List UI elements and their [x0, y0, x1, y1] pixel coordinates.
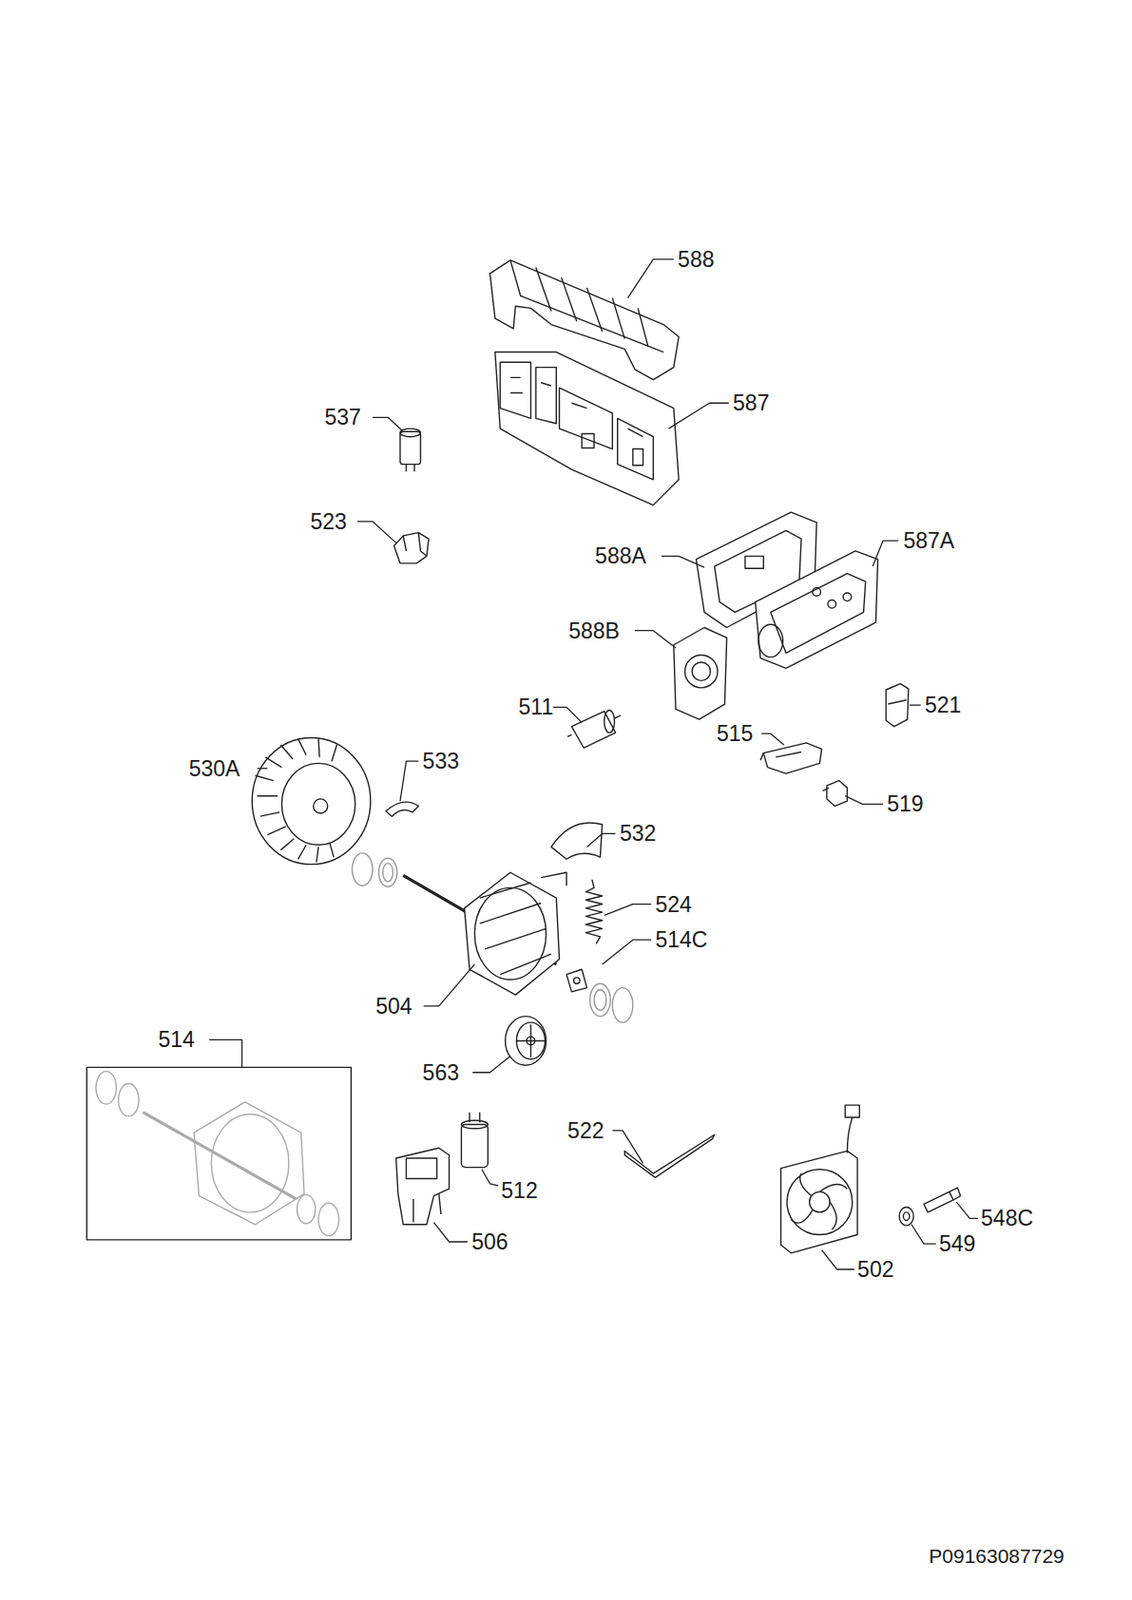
pump — [396, 1148, 450, 1226]
callout-number: 512 — [500, 1180, 538, 1203]
callout-number: 502 — [857, 1258, 894, 1281]
callout-number: 533 — [422, 750, 460, 773]
callout-number: 587A — [902, 530, 955, 553]
cooling-fan — [781, 1105, 861, 1254]
callout-number: 524 — [654, 893, 691, 916]
motor — [402, 872, 567, 996]
callout-number: 521 — [924, 694, 961, 717]
callout-number: 504 — [375, 995, 412, 1017]
display-board — [755, 551, 879, 670]
callout-number: 506 — [471, 1230, 508, 1253]
callout-number: 549 — [939, 1233, 976, 1256]
control-board — [495, 352, 679, 506]
selector-knob-housing — [673, 628, 728, 721]
sensor — [823, 781, 848, 807]
callout-number: 532 — [619, 823, 656, 845]
spring — [585, 880, 602, 945]
callout-number: 514C — [654, 929, 708, 952]
callout-number: 511 — [518, 696, 555, 719]
drawing-code: P09163087729 — [928, 1545, 1064, 1566]
switch — [885, 684, 909, 728]
callout-number: 523 — [309, 510, 346, 533]
callout-number: 548C — [980, 1208, 1034, 1230]
capacitor — [460, 1112, 488, 1169]
callout-number: 588B — [568, 619, 620, 642]
callout-number: 530A — [189, 757, 241, 780]
callout-number: 519 — [886, 793, 923, 816]
bearing-set — [566, 969, 634, 1023]
fan-wheel — [251, 737, 371, 864]
clip — [394, 533, 430, 564]
fitting — [899, 1188, 960, 1227]
door-lock — [760, 743, 822, 774]
capacitor — [400, 428, 421, 472]
leader-line — [209, 259, 979, 1270]
bearing — [352, 853, 398, 887]
callout-number: 537 — [325, 406, 362, 429]
callout-number: 514 — [157, 1029, 194, 1052]
callout-number: 563 — [422, 1061, 460, 1084]
callout-number: 515 — [716, 723, 753, 746]
bracket — [385, 802, 419, 817]
motor-kit-box — [86, 1067, 351, 1240]
callout-number: 522 — [567, 1119, 604, 1142]
callout-number: 588A — [594, 545, 647, 568]
callout-number: 588 — [677, 248, 714, 270]
pulley — [505, 1016, 547, 1067]
callout-number: 587 — [732, 392, 769, 415]
